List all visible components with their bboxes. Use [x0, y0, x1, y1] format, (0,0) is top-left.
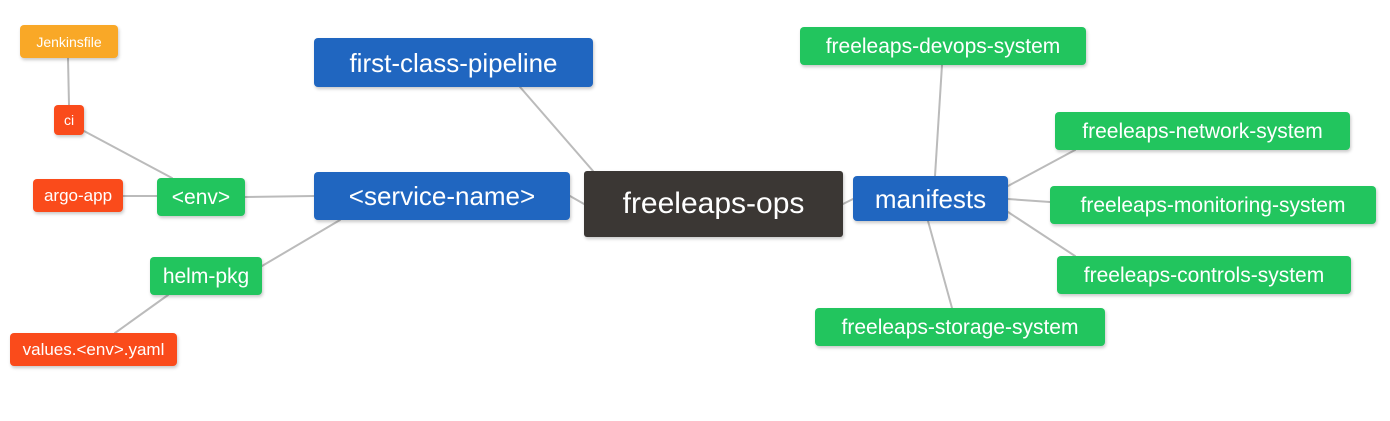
edge-env-to-ci [83, 130, 173, 179]
node-jenkinsfile[interactable]: Jenkinsfile [20, 25, 118, 58]
node-freeleaps-devops-system[interactable]: freeleaps-devops-system [800, 27, 1086, 65]
node-freeleaps-monitoring-system[interactable]: freeleaps-monitoring-system [1050, 186, 1376, 224]
node-label: helm-pkg [162, 264, 250, 288]
node-manifests[interactable]: manifests [853, 176, 1008, 221]
node-label: freeleaps-storage-system [841, 315, 1079, 339]
node-label: first-class-pipeline [349, 47, 558, 78]
node-helm-pkg[interactable]: helm-pkg [150, 257, 262, 295]
edge-freeleaps-ops-to-first-class-pipeline [519, 86, 594, 172]
node-values-env-yaml[interactable]: values.<env>.yaml [10, 333, 177, 366]
edge-helm-pkg-to-values-env-yaml [114, 294, 169, 334]
node-argo-app[interactable]: argo-app [33, 179, 123, 212]
node-freeleaps-ops[interactable]: freeleaps-ops [584, 171, 843, 237]
node-env[interactable]: <env> [157, 178, 245, 216]
node-label: ci [63, 112, 75, 128]
node-label: freeleaps-devops-system [825, 34, 1061, 58]
edge-manifests-to-freeleaps-devops-system [934, 64, 943, 177]
node-freeleaps-storage-system[interactable]: freeleaps-storage-system [815, 308, 1105, 346]
node-label: manifests [874, 183, 987, 214]
edge-manifests-to-freeleaps-storage-system [927, 220, 953, 309]
node-label: freeleaps-network-system [1082, 119, 1323, 143]
node-label: <service-name> [348, 181, 536, 211]
node-ci[interactable]: ci [54, 105, 84, 135]
node-first-class-pipeline[interactable]: first-class-pipeline [314, 38, 593, 87]
node-service-name[interactable]: <service-name> [314, 172, 570, 220]
edge-service-name-to-env [244, 195, 315, 198]
node-freeleaps-network-system[interactable]: freeleaps-network-system [1055, 112, 1350, 150]
node-label: freeleaps-controls-system [1083, 263, 1325, 287]
node-label: freeleaps-monitoring-system [1080, 193, 1346, 217]
edge-service-name-to-helm-pkg [261, 219, 341, 267]
edge-ci-to-jenkinsfile [67, 57, 70, 106]
edge-manifests-to-freeleaps-network-system [1007, 149, 1076, 187]
edge-freeleaps-ops-to-service-name [569, 195, 585, 205]
node-label: freeleaps-ops [622, 187, 805, 220]
node-label: argo-app [43, 186, 113, 205]
node-label: Jenkinsfile [36, 33, 102, 50]
node-freeleaps-controls-system[interactable]: freeleaps-controls-system [1057, 256, 1351, 294]
edge-manifests-to-freeleaps-monitoring-system [1007, 198, 1051, 203]
node-label: <env> [171, 185, 231, 209]
node-label: values.<env>.yaml [22, 340, 165, 359]
edge-freeleaps-ops-to-manifests [842, 198, 854, 205]
